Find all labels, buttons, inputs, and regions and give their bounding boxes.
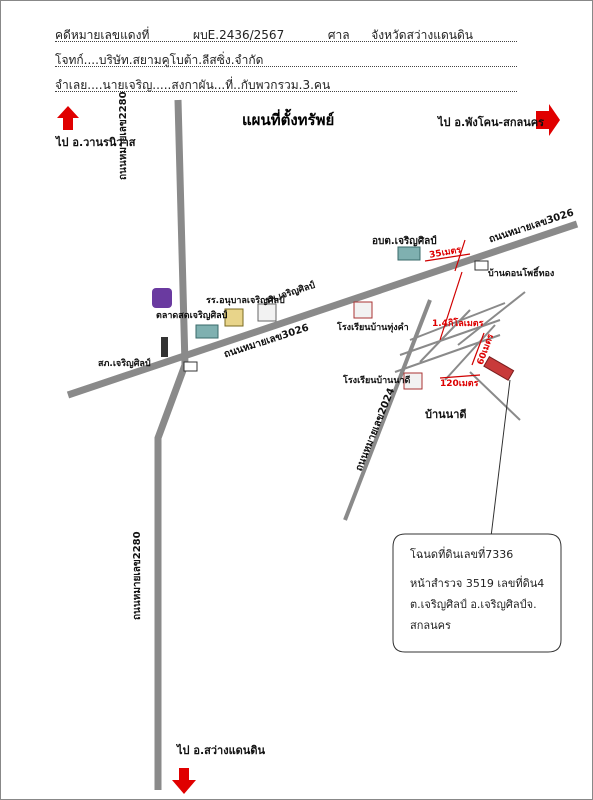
header-line-1: คดีหมายเลขแดงที่ ผบE.2436/2567 ศาล จังหว…	[55, 26, 473, 45]
arrow-up-icon	[57, 106, 79, 130]
plaintiff-line: โจทก์....บริษัท.สยามคูโบต้า.ลีสซิ่ง.จำกั…	[55, 53, 264, 67]
village-roads	[394, 291, 526, 421]
dir-top-left-label: ไป อ.วานรนิวาส	[56, 136, 136, 149]
label-village: บ้านนาดี	[425, 408, 467, 421]
dist-1-4km-label: 1.4กิโลเมตร	[432, 319, 484, 329]
market-building-icon	[195, 324, 219, 339]
dir-arrows	[57, 104, 560, 794]
defendant-line: จำเลย....นายเจริญ.....สงกาผัน...ที่..กับ…	[55, 78, 331, 92]
arrow-down-icon	[172, 768, 196, 794]
dist-120-label: 120เมตร	[440, 379, 479, 389]
bank-building-icon	[397, 246, 421, 261]
court-name: จังหวัดสว่างแดนดิน	[371, 28, 473, 42]
dir-top-right-label: ไป อ.พังโคน-สกลนคร	[438, 116, 545, 129]
case-label: คดีหมายเลขแดงที่	[55, 28, 150, 42]
road-3026	[66, 220, 579, 399]
buildings	[152, 246, 489, 390]
callout-pointer	[489, 379, 511, 546]
label-school-ban-thung: โรงเรียนบ้านทุ่งคำ	[337, 323, 409, 333]
dir-bottom-label: ไป อ.สว่างแดนดิน	[177, 744, 265, 757]
label-anuban: รร.อนุบาลเจริญศิลป์	[206, 296, 285, 306]
police-box-icon	[183, 361, 198, 372]
distance-markers	[424, 239, 485, 379]
callout-line-4: สกลนคร	[410, 618, 451, 632]
arrow-right-icon	[536, 104, 560, 136]
case-number: ผบE.2436/2567	[193, 28, 285, 42]
school-building-icon	[224, 308, 244, 327]
header-dotline-1	[55, 41, 517, 42]
callout-text: โฉนดที่ดินเลขที่7336 หน้าสำรวจ 3519 เลขท…	[410, 545, 560, 637]
bank-logo-icon	[152, 288, 172, 308]
callout-line-1: โฉนดที่ดินเลขที่7336	[410, 548, 514, 561]
school2-building-icon	[353, 301, 373, 319]
label-police: สภ.เจริญศิลป์	[98, 359, 151, 369]
hospital-icon	[257, 303, 277, 322]
road-2280-bottom-label: ถนนหมายเลข2280	[132, 531, 143, 620]
traffic-light-icon	[161, 337, 168, 357]
school3-building-icon	[403, 372, 423, 390]
callout-bubble	[392, 533, 562, 653]
road-2280-top-label: ถนนหมายเลข2280	[118, 91, 129, 180]
map-title: แผนที่ตั้งทรัพย์	[242, 111, 335, 129]
label-school-ban-na: โรงเรียนบ้านนาดี	[343, 376, 411, 386]
callout-line-3: ต.เจริญศิลป์ อ.เจริญศิลป์จ.	[410, 597, 537, 611]
property-plot-icon	[483, 355, 515, 381]
court-label: ศาล	[327, 28, 350, 42]
header-dotline-2	[55, 66, 517, 67]
label-gas-station: บ้านดอนโพธิ์ทอง	[488, 269, 555, 279]
callout-line-2: หน้าสำรวจ 3519 เลขที่ดิน4	[410, 576, 545, 590]
label-market: ตลาดสดเจริญศิลป์	[156, 311, 228, 321]
header-dotline-3	[55, 91, 517, 92]
label-bank: อบต.เจริญศิลป์	[372, 236, 437, 247]
gas-station-icon	[474, 260, 489, 271]
road-2280	[154, 99, 189, 790]
